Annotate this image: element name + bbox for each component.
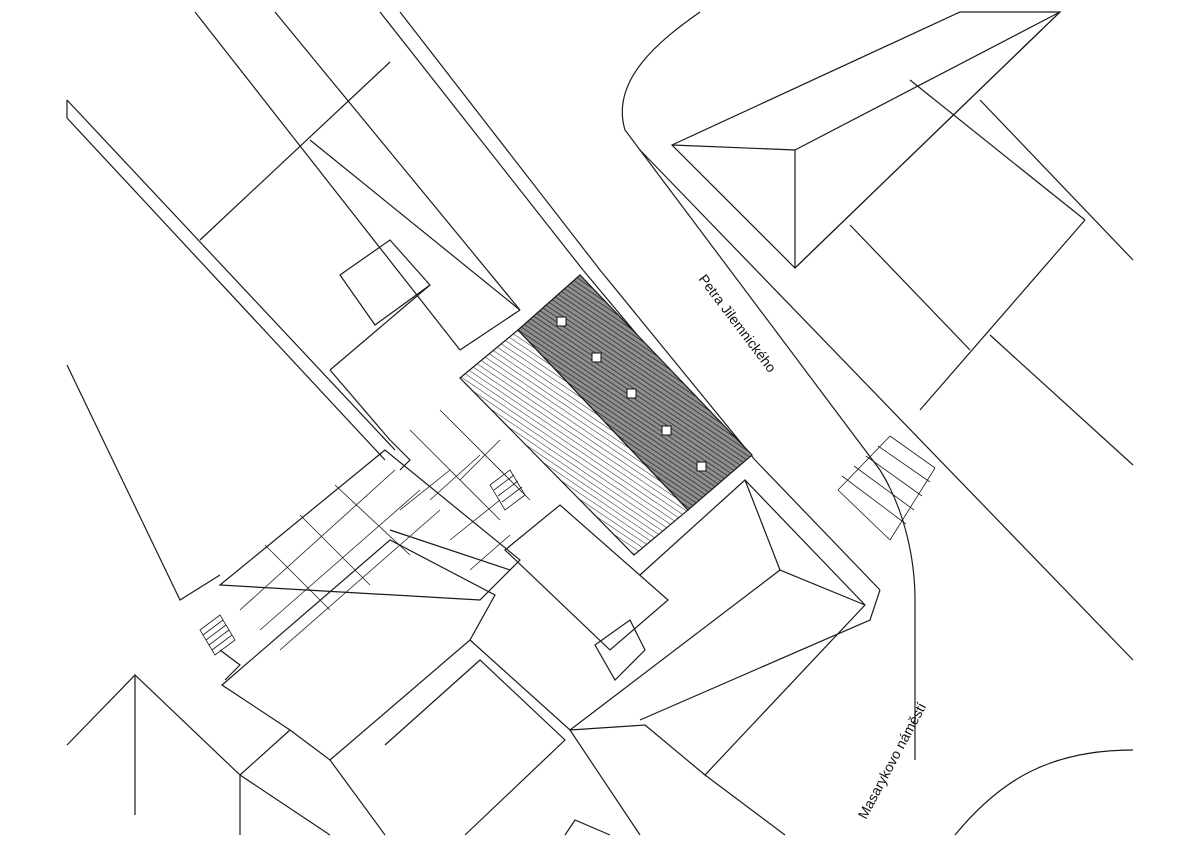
stair-courtyard — [489, 469, 526, 511]
curb-southeast — [954, 749, 1134, 836]
roof-window — [661, 425, 672, 436]
crosswalk — [837, 435, 936, 541]
street-label-petra-jilemnickeho: Petra Jilemnického — [696, 271, 780, 375]
courtyard-paving — [218, 409, 531, 651]
roof-street-wing — [517, 274, 753, 511]
parcels-west — [66, 99, 411, 601]
roof-window — [696, 461, 707, 472]
street-label-masarykovo-namesti: Masarykovo náměstí — [855, 700, 930, 822]
street-petra-jilemnickeho — [379, 11, 1134, 760]
roof-window — [626, 388, 637, 399]
parcels-northwest — [194, 11, 521, 441]
roof-window — [591, 352, 602, 363]
building-southwest — [66, 674, 241, 835]
buildings-northeast — [670, 11, 1134, 466]
stair-southwest — [199, 614, 241, 681]
roof-window — [556, 316, 567, 327]
buildings-south — [221, 479, 866, 836]
